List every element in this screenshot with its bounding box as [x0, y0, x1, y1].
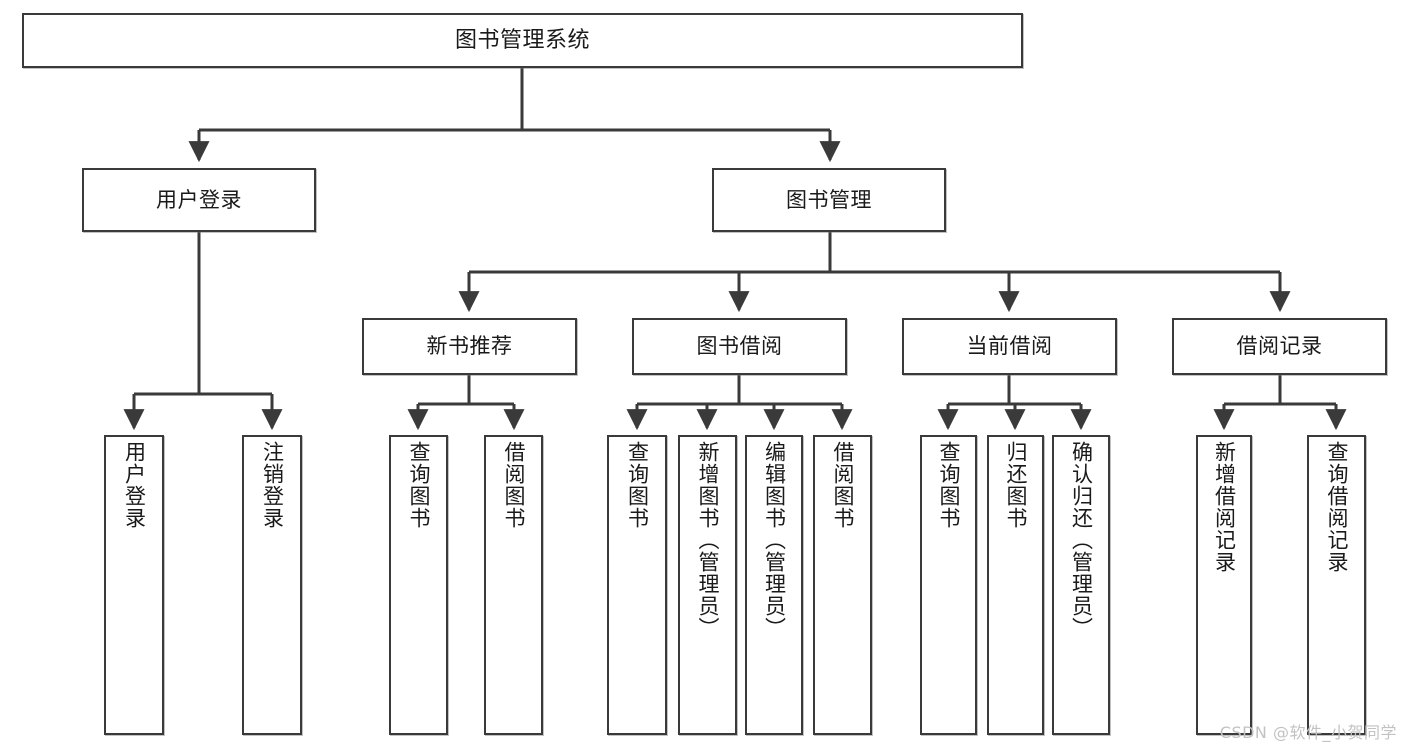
node-label: 查询借阅记录	[1325, 441, 1349, 573]
node-leaf-borrow-add-book[interactable]: 新增图书（管理员）	[678, 435, 737, 735]
node-label: 新增图书（管理员）	[696, 441, 720, 639]
node-leaf-recommend-query-book[interactable]: 查询图书	[389, 435, 448, 735]
node-leaf-current-confirm-return[interactable]: 确认归还（管理员）	[1052, 435, 1110, 735]
node-leaf-user-login[interactable]: 用户登录	[104, 435, 164, 735]
node-new-book-recommend[interactable]: 新书推荐	[362, 318, 577, 375]
node-label: 借阅图书	[502, 441, 526, 529]
node-label: 新书推荐	[426, 334, 513, 359]
node-label: 查询图书	[937, 441, 961, 529]
node-leaf-record-add[interactable]: 新增借阅记录	[1196, 435, 1252, 735]
node-label: 查询图书	[625, 441, 650, 529]
node-leaf-current-query-book[interactable]: 查询图书	[920, 435, 977, 735]
node-label: 当前借阅	[966, 334, 1053, 359]
node-label: 新增借阅记录	[1212, 441, 1237, 573]
node-root-system[interactable]: 图书管理系统	[22, 13, 1023, 68]
node-label: 借阅图书	[831, 441, 855, 529]
node-leaf-logout[interactable]: 注销登录	[242, 435, 302, 735]
node-book-management[interactable]: 图书管理	[712, 168, 946, 232]
node-label: 确认归还（管理员）	[1069, 441, 1094, 639]
node-leaf-borrow-borrow-book[interactable]: 借阅图书	[813, 435, 872, 735]
node-leaf-current-return-book[interactable]: 归还图书	[987, 435, 1044, 735]
node-current-borrow[interactable]: 当前借阅	[902, 318, 1117, 375]
node-label: 图书借阅	[696, 334, 783, 359]
node-borrow-record[interactable]: 借阅记录	[1172, 318, 1387, 375]
node-label: 归还图书	[1004, 441, 1028, 529]
node-label: 查询图书	[407, 441, 431, 529]
node-leaf-record-query[interactable]: 查询借阅记录	[1307, 435, 1366, 735]
node-label: 借阅记录	[1236, 334, 1323, 359]
node-user-login[interactable]: 用户登录	[82, 168, 316, 232]
node-leaf-recommend-borrow-book[interactable]: 借阅图书	[484, 435, 543, 735]
watermark-text: CSDN @软件_小贺同学	[1219, 723, 1397, 742]
node-label: 编辑图书（管理员）	[762, 441, 787, 639]
node-label: 图书管理系统	[454, 27, 590, 53]
node-book-borrow[interactable]: 图书借阅	[632, 318, 847, 375]
node-leaf-borrow-edit-book[interactable]: 编辑图书（管理员）	[745, 435, 803, 735]
node-label: 用户登录	[122, 441, 147, 529]
node-label: 图书管理	[786, 187, 872, 212]
node-label: 用户登录	[156, 187, 242, 212]
node-leaf-borrow-query-book[interactable]: 查询图书	[607, 435, 667, 735]
node-label: 注销登录	[260, 441, 285, 529]
